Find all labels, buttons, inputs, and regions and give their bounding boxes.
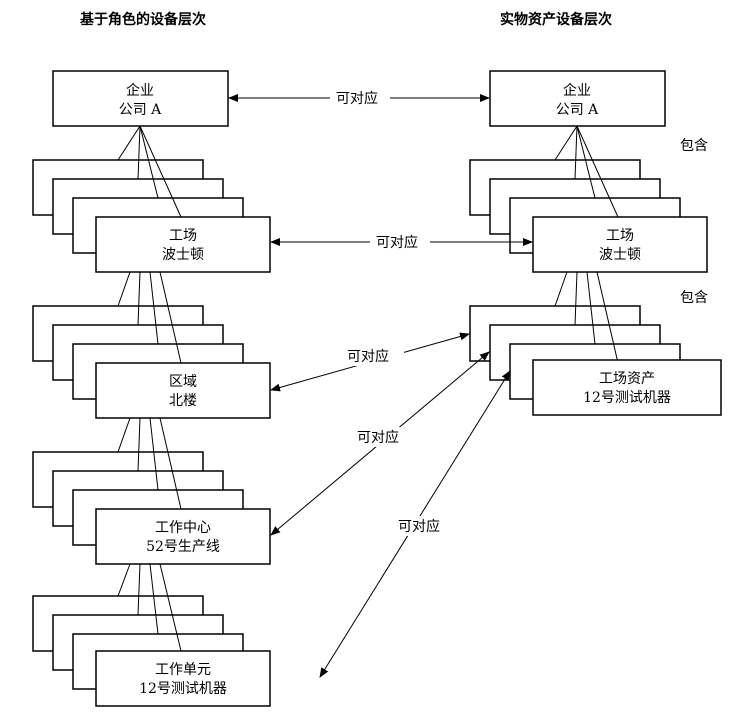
left-site-box: 工场 波士顿: [95, 216, 271, 273]
correspondence-label-enterprise: 可对应: [336, 90, 378, 107]
left-work-center-to-unit-lines: [117, 563, 182, 652]
right-site-to-asset-lines: [554, 271, 619, 364]
correspondence-label-site: 可对应: [376, 234, 418, 251]
left-work-center-line1: 工作中心: [155, 520, 211, 536]
left-work-unit-box: 工作单元 12号测试机器: [95, 650, 271, 707]
correspondence-label-work-unit: 可对应: [398, 518, 440, 535]
left-area-box: 区域 北楼: [95, 362, 271, 419]
right-enterprise-to-site-lines: [554, 125, 619, 218]
left-enterprise-line1: 企业: [126, 82, 154, 99]
left-work-center-box: 工作中心 52号生产线: [95, 508, 271, 565]
left-area-to-work-center-lines: [117, 417, 182, 510]
right-enterprise-box: 企业 公司 A: [489, 70, 666, 127]
right-site-line1: 工场: [606, 228, 634, 244]
right-enterprise-line1: 企业: [563, 82, 591, 99]
left-enterprise-line2: 公司 A: [119, 102, 162, 118]
right-asset-box: 工场资产 12号测试机器: [532, 359, 722, 416]
right-hierarchy-title: 实物资产设备层次: [500, 11, 612, 28]
right-contains-label-2: 包含: [680, 290, 708, 306]
correspondence-label-area: 可对应: [347, 348, 389, 365]
left-work-unit-line2: 12号测试机器: [139, 681, 227, 697]
correspondence-area: 可对应: [270, 332, 470, 392]
left-site-line2: 波士顿: [162, 247, 204, 263]
left-work-center-line2: 52号生产线: [146, 539, 220, 555]
right-site-line2: 波士顿: [599, 247, 641, 263]
right-contains-label-1: 包含: [680, 138, 708, 154]
left-area-line1: 区域: [169, 374, 197, 390]
left-enterprise-to-site-lines: [117, 125, 182, 218]
correspondence-work-center: 可对应: [270, 351, 490, 536]
left-hierarchy-title: 基于角色的设备层次: [80, 11, 206, 28]
left-work-unit-line1: 工作单元: [155, 662, 211, 678]
left-enterprise-box: 企业 公司 A: [52, 70, 229, 127]
left-area-line2: 北楼: [169, 393, 197, 409]
right-asset-line1: 工场资产: [599, 371, 655, 387]
left-site-line1: 工场: [169, 228, 197, 244]
right-site-box: 工场 波士顿: [532, 216, 708, 273]
correspondence-work-unit: 可对应: [319, 370, 511, 678]
right-enterprise-line2: 公司 A: [556, 102, 599, 118]
correspondence-enterprise: 可对应: [228, 88, 490, 108]
right-asset-line2: 12号测试机器: [583, 390, 671, 406]
correspondence-site: 可对应: [270, 232, 533, 252]
left-site-to-area-lines: [117, 271, 182, 364]
correspondence-label-work-center: 可对应: [357, 429, 399, 446]
